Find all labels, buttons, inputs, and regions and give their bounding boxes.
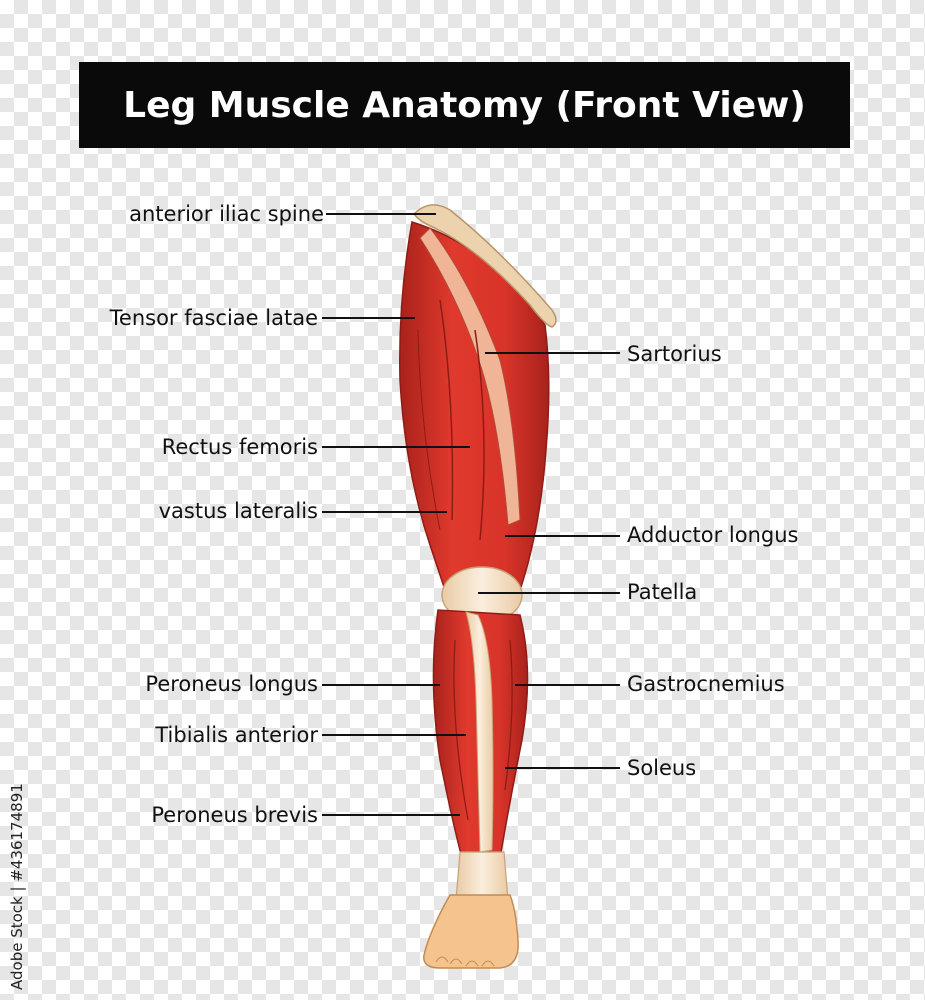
iliac-crest [413, 204, 557, 328]
label-peroneus-longus: Peroneus longus [145, 672, 318, 696]
sartorius-strip [419, 227, 521, 526]
label-anterior-iliac-spine: anterior iliac spine [129, 202, 324, 226]
ankle-tendons [455, 851, 509, 901]
label-tensor-fasciae-latae: Tensor fasciae latae [109, 306, 318, 330]
label-rectus-femoris: Rectus femoris [161, 435, 318, 459]
label-patella: Patella [627, 580, 698, 604]
title-bar: Leg Muscle Anatomy (Front View) [79, 62, 850, 148]
label-gastrocnemius: Gastrocnemius [627, 672, 785, 696]
diagram-title: Leg Muscle Anatomy (Front View) [123, 84, 806, 126]
label-vastus-lateralis: vastus lateralis [158, 499, 318, 523]
stock-id-text: Adobe Stock | #436174891 [8, 783, 26, 990]
label-adductor-longus: Adductor longus [627, 523, 799, 547]
foot [423, 894, 519, 969]
label-peroneus-brevis: Peroneus brevis [151, 803, 318, 827]
label-soleus: Soleus [627, 756, 697, 780]
label-tibialis-anterior: Tibialis anterior [155, 723, 318, 747]
label-sartorius: Sartorius [627, 342, 722, 366]
